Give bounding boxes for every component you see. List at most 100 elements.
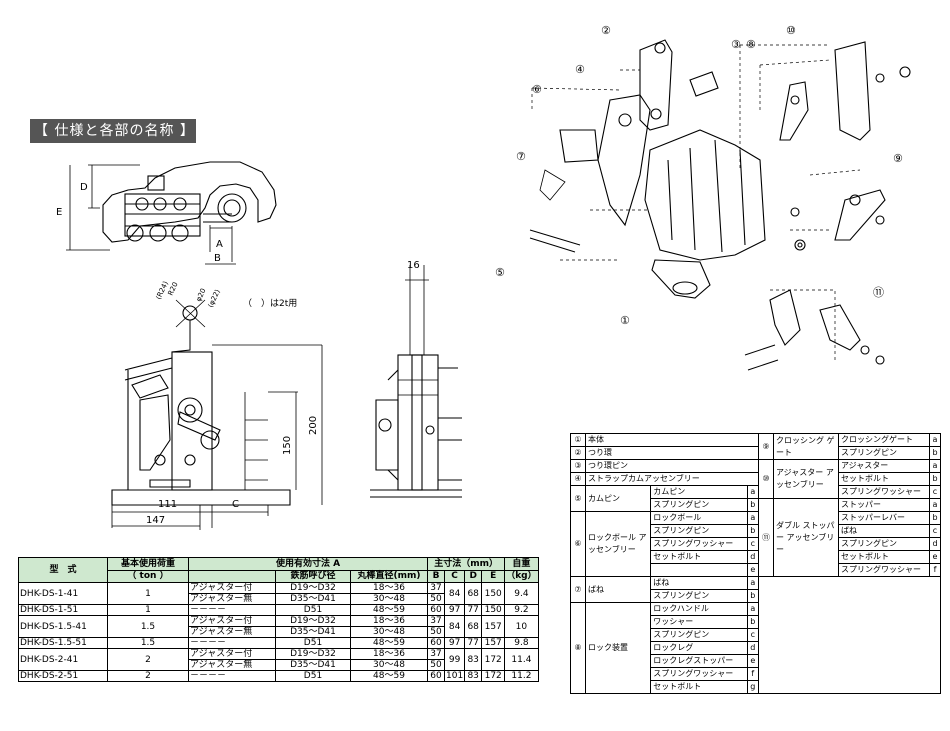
part-item-key: a: [746, 511, 760, 525]
callout-1: ①: [620, 314, 630, 327]
part-item-name: セットボルト: [650, 550, 748, 564]
spec-rebar: D51: [275, 637, 351, 649]
part-item-key: b: [746, 498, 760, 512]
callout-10: ⑩: [786, 24, 796, 37]
part-item-name: ロックレグストッパー: [650, 654, 748, 668]
spec-model: DHK-DS-1-51: [18, 604, 108, 616]
spec-model: DHK-DS-2-51: [18, 670, 108, 682]
spec-h-range: 使用有効寸法 A: [188, 557, 428, 571]
spec-B: 37: [427, 615, 445, 627]
section-title: 【 仕様と各部の名称 】: [30, 119, 196, 143]
part-name: ストラップカムアッセンブリー: [585, 472, 759, 486]
spec-load: 1.5: [107, 637, 189, 649]
side-view-drawing: [66, 161, 277, 265]
spec-E: 157: [481, 637, 506, 649]
spec-B: 50: [427, 659, 445, 671]
spec-B: 50: [427, 626, 445, 638]
part-item-name: スプリングワッシャー: [838, 563, 930, 577]
spec-D: 83: [464, 670, 483, 682]
spec-D: 77: [464, 604, 483, 616]
spec-h-load-unit: （ ton ）: [107, 569, 189, 583]
spec-B: 60: [427, 604, 445, 616]
part-item-name: [650, 563, 748, 577]
spec-load: 2: [107, 648, 189, 671]
part-item-key: a: [746, 602, 760, 616]
spec-h-main: 主寸法（mm）: [426, 557, 506, 571]
part-name: カムピン: [584, 485, 652, 512]
part-item-key: d: [929, 537, 941, 551]
hole-d20: φ20: [195, 287, 208, 303]
part-name: ダブル ストッパー アッセンブリー: [773, 498, 839, 577]
spec-weight: 9.4: [504, 582, 539, 605]
spec-adjuster: アジャスター付: [188, 648, 276, 660]
part-item-name: ロックレグ: [650, 641, 748, 655]
part-number: ⑪: [758, 498, 774, 577]
spec-B: 60: [427, 670, 445, 682]
part-item-key: a: [929, 459, 941, 473]
spec-round: 48～59: [350, 670, 428, 682]
spec-rebar: D19～D32: [275, 582, 351, 594]
spec-model: DHK-DS-1-41: [18, 582, 108, 605]
part-item-name: スプリングピン: [650, 589, 748, 603]
spec-adjuster: アジャスター付: [188, 582, 276, 594]
spec-D: 68: [464, 615, 483, 638]
spec-E: 157: [481, 615, 506, 638]
callout-5: ⑤: [495, 266, 505, 279]
part-item-name: ロックボール: [650, 511, 748, 525]
part-item-name: カムピン: [650, 485, 748, 499]
front-view-drawing: [111, 299, 323, 530]
end-view-drawing: [370, 265, 462, 498]
part-item-name: セットボルト: [838, 550, 930, 564]
part-name: ロックボール アッセンブリー: [584, 511, 652, 577]
spec-h-weight: 自重: [504, 557, 539, 571]
spec-weight: 11.4: [504, 648, 539, 671]
spec-rebar: D51: [275, 670, 351, 682]
spec-h-round: 丸棒直径(mm): [350, 569, 428, 583]
part-item-key: b: [929, 446, 941, 460]
part-item-name: ばね: [838, 524, 930, 538]
part-item-key: f: [746, 667, 760, 681]
part-item-name: スプリングワッシャー: [650, 667, 748, 681]
dim-D: D: [80, 182, 88, 193]
spec-adjuster: アジャスター無: [188, 659, 276, 671]
callout-2: ②: [601, 24, 611, 37]
part-item-name: スプリングピン: [650, 628, 748, 642]
part-number: ②: [570, 446, 586, 460]
callout-8: ⑧: [746, 38, 756, 51]
spec-rebar: D19～D32: [275, 648, 351, 660]
spec-B: 60: [427, 637, 445, 649]
part-item-key: d: [746, 550, 760, 564]
spec-table: 型 式 基本使用荷重 使用有効寸法 A 主寸法（mm） 自重 （ ton ） 鉄…: [18, 557, 539, 682]
spec-E: 150: [481, 582, 506, 605]
part-number: ④: [570, 472, 586, 486]
spec-round: 48～59: [350, 604, 428, 616]
part-item-key: b: [746, 615, 760, 629]
part-number: ⑥: [570, 511, 586, 577]
part-item-key: b: [929, 472, 941, 486]
spec-adjuster: アジャスター無: [188, 593, 276, 605]
callout-7: ⑦: [516, 150, 526, 163]
part-item-key: c: [746, 628, 760, 642]
spec-weight: 9.8: [504, 637, 539, 649]
part-item-name: スプリングピン: [838, 446, 930, 460]
part-number: ③: [570, 459, 586, 473]
spec-round: 18～36: [350, 582, 428, 594]
part-item-key: f: [929, 563, 941, 577]
part-item-name: スプリングワッシャー: [650, 537, 748, 551]
part-item-key: a: [746, 576, 760, 590]
spec-C: 99: [443, 648, 466, 671]
spec-C: 84: [443, 615, 466, 638]
part-item-key: a: [746, 485, 760, 499]
part-item-name: スプリングワッシャー: [838, 485, 930, 499]
